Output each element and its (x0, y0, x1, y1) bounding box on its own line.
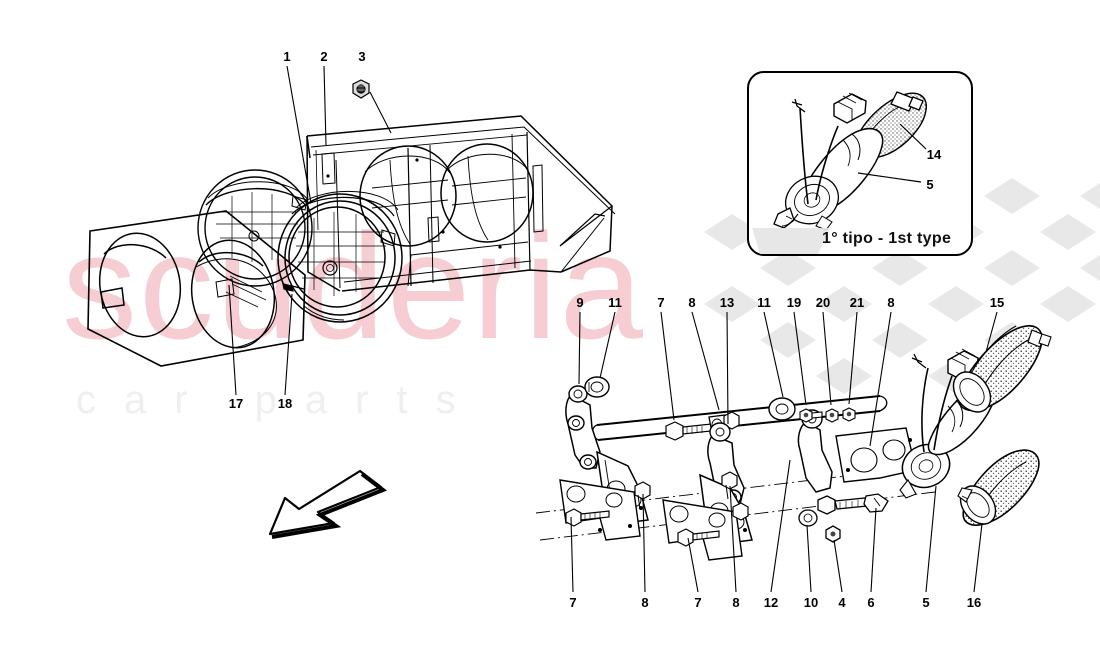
callout-inset-14: 14 (926, 147, 942, 162)
callout-8-b: 8 (887, 295, 895, 310)
callout-7-b: 7 (569, 595, 577, 610)
callout-8-d: 8 (732, 595, 740, 610)
callout-11-b: 11 (757, 295, 771, 310)
callout-leaders-mech-bottom (570, 459, 983, 593)
callout-leaders-upper-left (228, 65, 392, 396)
lift-mechanism-assembly (535, 325, 1052, 561)
callout-21: 21 (849, 295, 865, 310)
callout-2: 2 (320, 49, 328, 64)
callout-13: 13 (719, 295, 735, 310)
direction-arrow (268, 469, 388, 539)
callout-9: 9 (576, 295, 584, 310)
callout-16: 16 (966, 595, 982, 610)
watermark-primary-text: scuderia (62, 202, 645, 370)
callout-20: 20 (815, 295, 831, 310)
headlamp-housing-frame (306, 115, 616, 292)
callout-19: 19 (786, 295, 802, 310)
callout-18: 18 (277, 396, 293, 411)
callout-10: 10 (803, 595, 819, 610)
watermark-secondary-text: car parts (76, 378, 484, 422)
callout-5-b: 5 (922, 595, 930, 610)
callout-12: 12 (763, 595, 779, 610)
callout-3: 3 (358, 49, 366, 64)
callout-4: 4 (838, 595, 846, 610)
headlamp-bezel-trim (87, 210, 306, 367)
callout-8-a: 8 (688, 295, 696, 310)
callout-11-a: 11 (608, 295, 622, 310)
callout-8-c: 8 (641, 595, 649, 610)
callout-inset-5: 5 (926, 177, 934, 192)
headlamp-sealed-beam-rear (197, 169, 313, 287)
callout-1: 1 (283, 49, 291, 64)
callout-15: 15 (989, 295, 1005, 310)
callout-17: 17 (228, 396, 244, 411)
inset-caption-1st-type: 1° tipo - 1st type (822, 230, 952, 247)
callout-7-c: 7 (694, 595, 702, 610)
inset-box-1st-type (747, 71, 973, 256)
callout-7-a: 7 (657, 295, 665, 310)
callout-leaders-mech-top (578, 311, 998, 447)
callout-6: 6 (867, 595, 875, 610)
retainer-nut-3 (352, 79, 370, 99)
